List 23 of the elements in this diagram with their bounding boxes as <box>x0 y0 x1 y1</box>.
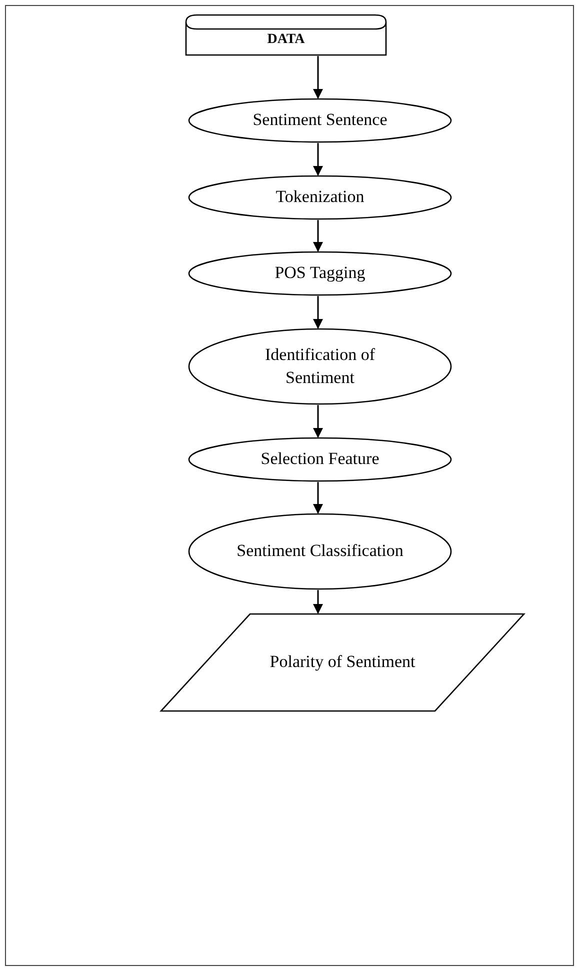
node-label: POS Tagging <box>274 262 366 284</box>
process-ellipse <box>188 251 452 296</box>
node-label: DATA <box>267 30 305 49</box>
arrow <box>313 143 323 176</box>
node-label: Tokenization <box>276 186 364 208</box>
node-label: Sentiment Sentence <box>252 109 388 132</box>
process-ellipse <box>188 98 452 143</box>
arrow <box>313 296 323 329</box>
process-ellipse <box>188 513 452 590</box>
data-store-shape <box>185 14 387 56</box>
process-ellipse <box>188 328 452 405</box>
arrow <box>313 590 323 614</box>
arrow <box>313 405 323 438</box>
arrow <box>313 482 323 514</box>
arrow <box>313 56 323 99</box>
output-parallelogram <box>160 613 525 712</box>
node-label: Sentiment Classification <box>236 540 404 562</box>
process-ellipse <box>188 175 452 220</box>
node-label: Selection Feature <box>260 448 380 470</box>
node-label: Polarity of Sentiment <box>270 651 416 674</box>
node-label: Identification of Sentiment <box>264 344 376 388</box>
process-ellipse <box>188 437 452 482</box>
arrow <box>313 220 323 252</box>
